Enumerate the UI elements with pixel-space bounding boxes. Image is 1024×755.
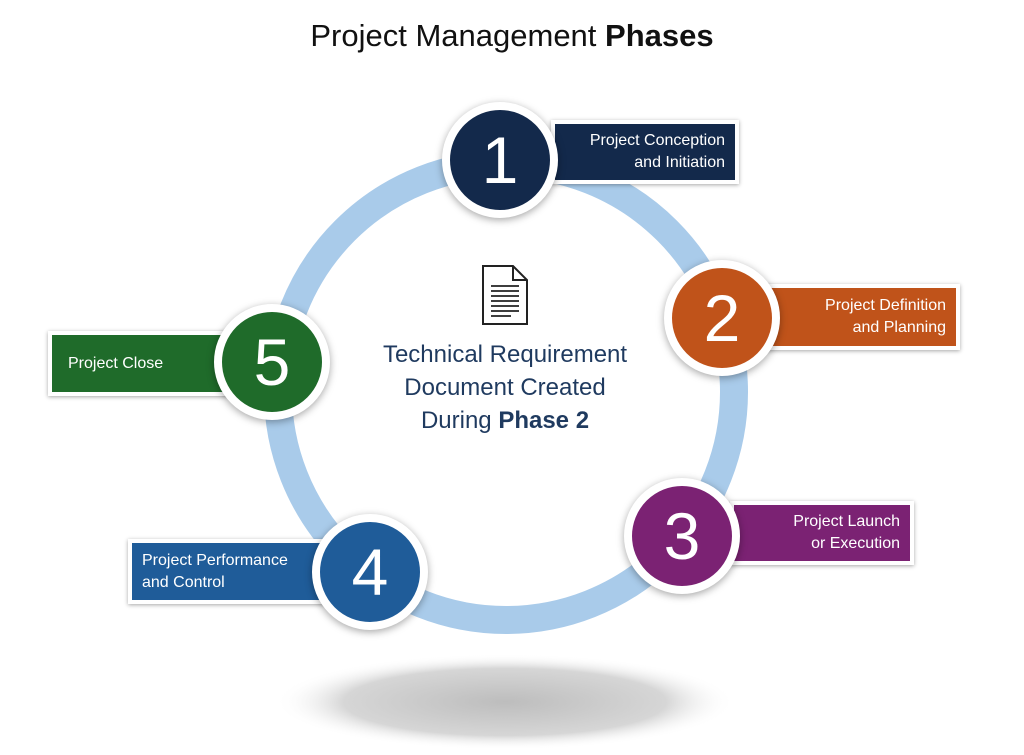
center-caption: Technical Requirement Document Created D… [382,341,628,434]
floor-shadow [275,654,735,750]
phase-1-circle: 1 [442,102,558,218]
diagram-title: Project Management Phases [310,18,714,53]
phase-2-circle: 2 [664,260,780,376]
phase-5-circle: 5 [214,304,330,420]
phase-4-circle: 4 [312,514,428,630]
document-icon [482,265,528,325]
phase-3-circle: 3 [624,478,740,594]
